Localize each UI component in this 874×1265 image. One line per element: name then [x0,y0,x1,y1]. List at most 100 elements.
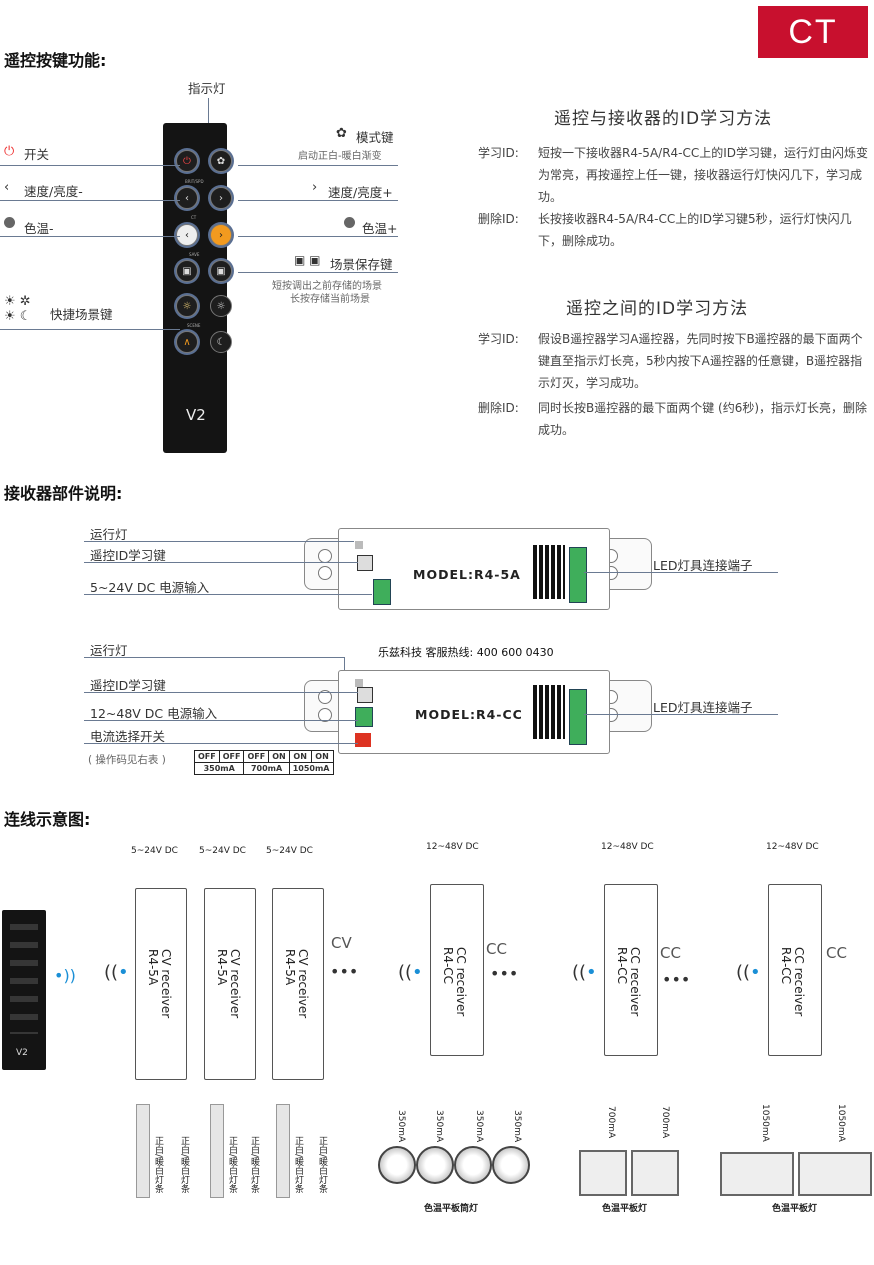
power-icon: ⏻ [4,144,15,159]
r1-model: MODEL:R4-5A [413,567,521,582]
id-learn-block-2: 学习ID: 假设B遥控器学习A遥控器，先同时按下B遥控器的最下面两个键直至指示灯… [478,328,874,398]
chevron-left-icon: ‹ [4,180,10,195]
delete-key-2: 删除ID: [478,401,519,415]
strip-label-3b: 正白/暖白灯条 [317,1136,327,1194]
current-cell: 350mA [193,762,245,775]
ct-minus-icon [4,217,15,228]
panel-light-700-2 [631,1150,679,1196]
panel-light-1050-2 [798,1152,872,1196]
remote-mode-button[interactable]: ✿ [210,150,232,172]
delete-key: 删除ID: [478,212,519,226]
r2-id-key-label: 遥控ID学习键 [90,678,166,693]
remote-speed-minus-button[interactable]: ‹ [176,187,198,209]
remote-save-label: SAVE [189,252,200,257]
remote-scene4-button[interactable]: ☾ [210,331,232,353]
ct-plus-label: 色温+ [362,221,398,236]
remote-ct-minus-button[interactable]: ‹ [176,224,198,246]
code-cell: ON [310,750,334,763]
cc-volt-2: 12~48V DC [601,842,654,852]
strip-label-3: 正白/暖白灯条 [293,1136,303,1194]
r2-run-led-label: 运行灯 [90,643,128,658]
current-1050-1: 1050mA [760,1104,770,1142]
remote-scene2-button[interactable]: ☼ [210,295,232,317]
save-icons: ▣ ▣ [294,253,321,267]
caption-1050: 色温平板灯 [772,1204,818,1214]
mode-label: 模式键 [356,130,394,145]
delete-text-2: 同时长按B遥控器的最下面两个键 (约6秒)，指示灯长亮，删除成功。 [538,401,868,437]
r2-current-switch[interactable] [355,733,371,747]
remote-ct-label: CT [191,215,197,220]
r2-note: ( 操作码见右表 ) [88,754,166,766]
remote-save2-button[interactable]: ▣ [210,260,232,282]
r2-label-chip [533,685,565,739]
wireless-icon-cc2: ((• [572,962,597,983]
remote-scene1-button[interactable]: ☼ [176,295,198,317]
downlight-1 [378,1146,416,1184]
remote-speed-plus-button[interactable]: › [210,187,232,209]
cv-volt-1: 5~24V DC [131,846,178,856]
cv-volt-2: 5~24V DC [199,846,246,856]
cc-type-label-2: CC [660,944,681,962]
remote-scene3-button[interactable]: ∧ [176,331,198,353]
remote-ct-plus-button[interactable]: › [210,224,232,246]
learn-text-2: 假设B遥控器学习A遥控器，先同时按下B遥控器的最下面两个键直至指示灯长亮，5秒内… [538,332,863,390]
code-cell: OFF [194,750,220,763]
remote-save1-button[interactable]: ▣ [176,260,198,282]
r1-label-chip [533,545,565,599]
speed-minus-label: 速度/亮度- [24,184,83,199]
mode-sublabel: 启动正白-暖白渐变 [298,151,382,162]
wiring-remote-brand: V2 [16,1048,28,1058]
strip-label-1b: 正白/暖白灯条 [179,1136,189,1194]
current-350-1: 350mA [396,1110,406,1143]
strip-1 [136,1104,150,1198]
remote-power-button[interactable]: ⏻ [176,150,198,172]
ct-minus-label: 色温- [24,221,54,236]
indicator-label: 指示灯 [188,81,226,96]
remote-bri-label: BRIT/SPD [185,179,204,184]
power-label: 开关 [24,147,50,162]
caption-350: 色温平板筒灯 [424,1204,479,1214]
current-700-2: 700mA [660,1106,670,1139]
current-700-1: 700mA [606,1106,616,1139]
strip-2 [210,1104,224,1198]
wireless-icon-cc3: ((• [736,962,761,983]
r2-run-led [355,679,363,687]
receiver-r4-cc: MODEL:R4-CC [338,670,610,754]
r2-id-key[interactable] [357,687,373,703]
wiring-remote: V2 [2,910,46,1070]
learn-text: 短按一下接收器R4-5A/R4-CC上的ID学习键，运行灯由闪烁变为常亮，再按遥… [538,146,869,204]
r1-power-terminal [373,579,391,605]
scene-save-sub1: 短按调出之前存储的场景 [272,281,382,292]
section-title-receiver: 接收器部件说明: [4,484,123,503]
section-title-wiring: 连线示意图: [4,810,91,829]
code-cell: OFF [218,750,245,763]
scene-save-label: 场景保存键 [330,257,393,272]
current-350-4: 350mA [512,1110,522,1143]
r1-id-key[interactable] [357,555,373,571]
r1-led-terminal [569,547,587,603]
remote-brand-logo: V2 [186,406,206,424]
r1-power-label: 5~24V DC 电源输入 [90,580,210,595]
cc-dots-2: ••• [662,970,691,989]
receiver-r4-5a: MODEL:R4-5A [338,528,610,610]
caption-700: 色温平板灯 [602,1204,648,1214]
hotline-text: 乐兹科技 客服热线: 400 600 0430 [378,646,554,659]
current-cell: 700mA [243,762,290,775]
strip-label-2b: 正白/暖白灯条 [249,1136,259,1194]
r1-led-out-label: LED灯具连接端子 [653,558,753,573]
cv-volt-3: 5~24V DC [266,846,313,856]
cc-type-label-3: CC [826,944,847,962]
r1-id-key-label: 遥控ID学习键 [90,548,166,563]
downlight-3 [454,1146,492,1184]
mode-icon: ✿ [336,126,347,141]
remote-scene-label: SCENE [187,323,201,328]
